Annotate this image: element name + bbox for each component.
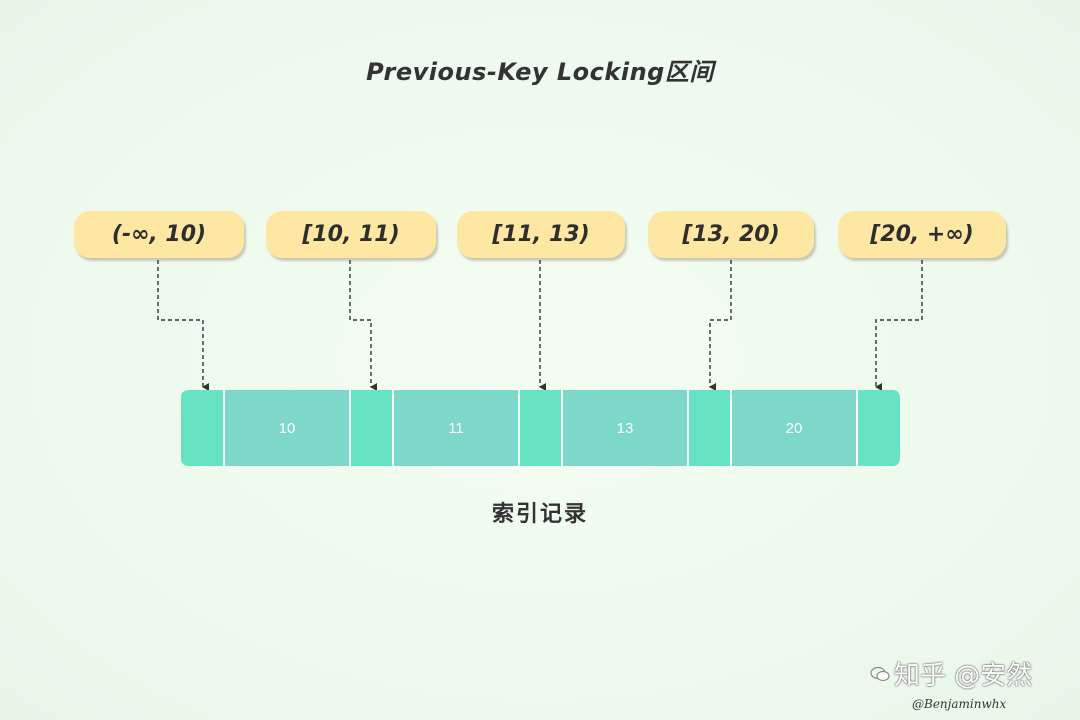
connector-arrow-4 (709, 260, 732, 391)
watermark-text: 知乎 @安然 (894, 661, 1033, 691)
interval-label-5: [20, +∞) (838, 211, 1006, 258)
gap-cell (520, 390, 561, 466)
record-cell: 10 (225, 390, 349, 466)
diagram-title: Previous-Key Locking区间 (366, 58, 714, 86)
cell-separator (349, 390, 351, 466)
cell-separator (392, 390, 394, 466)
connector-arrow-2 (349, 260, 377, 391)
cell-separator (561, 390, 563, 466)
connector-arrow-1 (157, 260, 209, 391)
cell-separator (687, 390, 689, 466)
gap-cell (689, 390, 730, 466)
index-record-caption: 索引记录 (491, 502, 588, 527)
record-cell: 13 (563, 390, 687, 466)
record-cell: 20 (732, 390, 856, 466)
interval-label-4: [13, 20) (648, 211, 814, 258)
cell-separator (856, 390, 858, 466)
record-cell: 11 (394, 390, 518, 466)
cell-separator (223, 390, 225, 466)
watermark: 知乎 @安然 (870, 655, 1032, 692)
interval-label-2: [10, 11) (266, 211, 436, 258)
index-record-bar: 10 11 13 20 (181, 390, 900, 466)
author-signature: @Benjaminwhx (912, 697, 1007, 711)
wechat-icon (870, 666, 890, 681)
gap-cell (858, 390, 900, 466)
interval-label-1: (-∞, 10) (74, 211, 244, 258)
interval-label-3: [11, 13) (457, 211, 625, 258)
gap-cell (181, 390, 223, 466)
connector-arrow-5 (875, 260, 923, 391)
cell-separator (518, 390, 520, 466)
cell-separator (730, 390, 732, 466)
gap-cell (351, 390, 392, 466)
